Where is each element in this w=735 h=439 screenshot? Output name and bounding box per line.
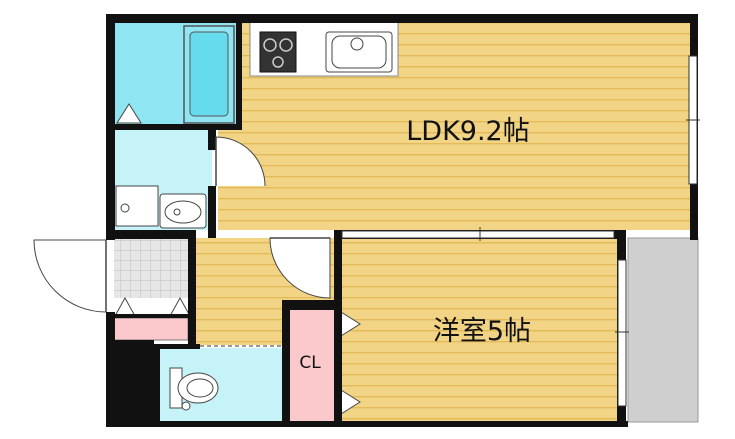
hallway-floor-lower: [196, 300, 282, 345]
wall-left-upper: [106, 14, 115, 240]
partition-sliding-door: [341, 230, 615, 239]
hall-door-swing: [269, 237, 331, 299]
wall-hall-left: [188, 238, 196, 348]
toilet-paper: [181, 401, 191, 411]
bathtub-basin: [189, 31, 229, 117]
western-room-label: 洋室5帖: [433, 316, 531, 347]
western-window: [617, 259, 627, 407]
entry-door-swing: [33, 239, 107, 313]
ldk-label: LDK9.2帖: [406, 116, 529, 147]
wall-closet-left: [282, 300, 290, 426]
wall-entrance-dark: [106, 340, 154, 426]
washbasin-icon: [159, 193, 207, 229]
stove-icon: [259, 31, 297, 73]
wall-toilet-top-left: [152, 344, 200, 349]
washroom-wall-right: [208, 130, 216, 150]
washroom-wall-right-lower: [208, 186, 216, 238]
kitchen-sink-icon: [325, 31, 393, 73]
wall-closet-right: [334, 230, 342, 427]
wall-closet-top: [282, 300, 334, 310]
stove-burner-bottom: [272, 56, 284, 68]
washbasin-drain: [173, 208, 181, 216]
balcony: [627, 237, 699, 423]
entrance-step-arrow-right: [169, 296, 191, 317]
washbasin-bowl: [164, 200, 202, 224]
bath-wall-right: [236, 22, 242, 130]
wall-mid-horizontal-left: [106, 230, 196, 239]
entrance-step-line: [114, 314, 190, 318]
closet-label: CL: [299, 353, 321, 373]
kitchen-sink-bowl: [331, 35, 387, 69]
washroom-door-swing: [215, 136, 266, 187]
washing-machine-space-icon: [115, 185, 159, 227]
stove-burner-right: [279, 38, 293, 52]
toilet-seat: [186, 378, 214, 398]
toilet-icon: [177, 372, 219, 404]
shoe-cabinet: [113, 317, 189, 341]
entrance-step-arrow-left: [114, 296, 136, 317]
wall-toilet-left: [152, 346, 160, 426]
entrance-floor: [114, 238, 190, 298]
wall-bottom: [106, 421, 628, 427]
stove-burner-left: [263, 38, 277, 52]
bath-wall: [114, 124, 240, 130]
kitchen-sink-drain: [350, 37, 364, 51]
washing-machine-drain: [120, 203, 130, 213]
closet-floor: [290, 310, 334, 422]
western-room-floor: [341, 238, 617, 422]
wall-top: [106, 14, 698, 23]
bath-door-arrow: [116, 103, 142, 124]
